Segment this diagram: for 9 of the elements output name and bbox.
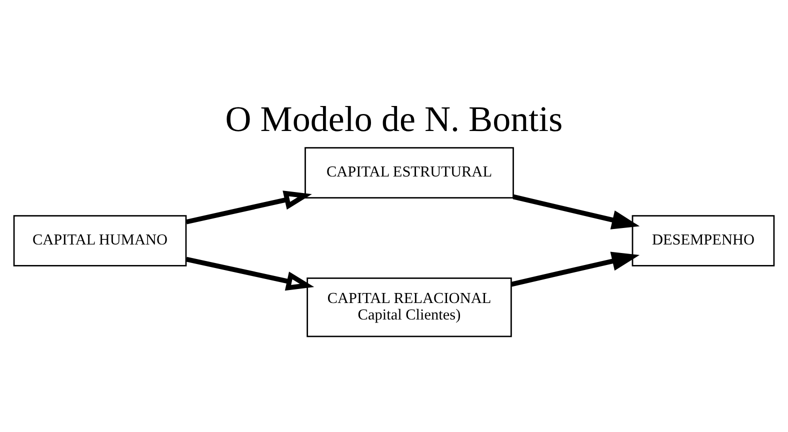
node-box: CAPITAL RELACIONAL Capital Clientes): [306, 277, 512, 337]
node-box: CAPITAL HUMANO: [13, 214, 187, 266]
arrow: [510, 251, 640, 286]
node-box: DESEMPENHO: [632, 214, 775, 266]
arrow: [512, 194, 640, 229]
arrow: [186, 190, 312, 224]
node-box: CAPITAL ESTRUTURAL: [304, 146, 514, 198]
diagram-title: O Modelo de N. Bontis: [225, 98, 563, 138]
arrow: [186, 256, 314, 290]
